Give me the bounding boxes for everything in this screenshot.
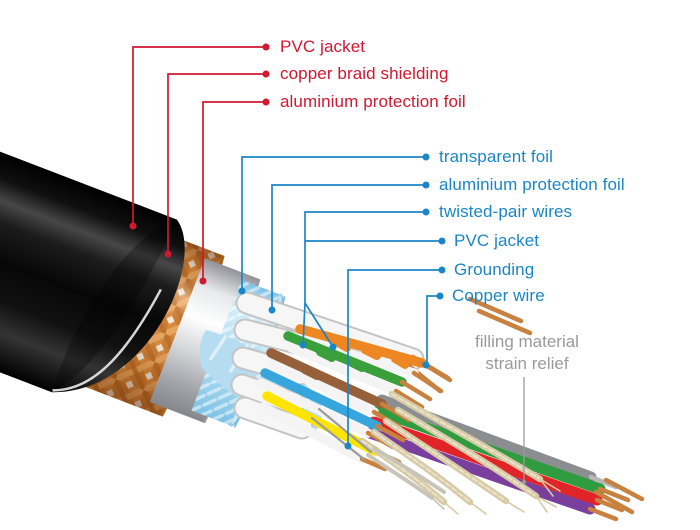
label-pvc-jacket-outer: PVC jacket (280, 37, 366, 56)
leader-lines (129, 43, 526, 484)
label-filling-material-strain-relief: filling material strain relief (475, 331, 579, 375)
label-pvc-jacket-inner: PVC jacket (454, 231, 540, 250)
label-aluminium-protection-foil-outer: aluminium protection foil (280, 92, 466, 111)
filling-strands (358, 390, 561, 515)
label-filling-material-line2: strain relief (485, 354, 569, 373)
pvc-jacket-layer (0, 137, 185, 393)
label-transparent-foil: transparent foil (439, 147, 554, 166)
ground-wires (310, 407, 446, 510)
label-copper-wire: Copper wire (452, 286, 545, 305)
label-twisted-pair-wires: twisted-pair wires (439, 202, 573, 221)
label-copper-braid-shielding: copper braid shielding (280, 64, 449, 83)
label-aluminium-protection-foil-inner: aluminium protection foil (439, 175, 625, 194)
label-filling-material-line1: filling material (475, 332, 579, 351)
label-grounding: Grounding (454, 260, 535, 279)
